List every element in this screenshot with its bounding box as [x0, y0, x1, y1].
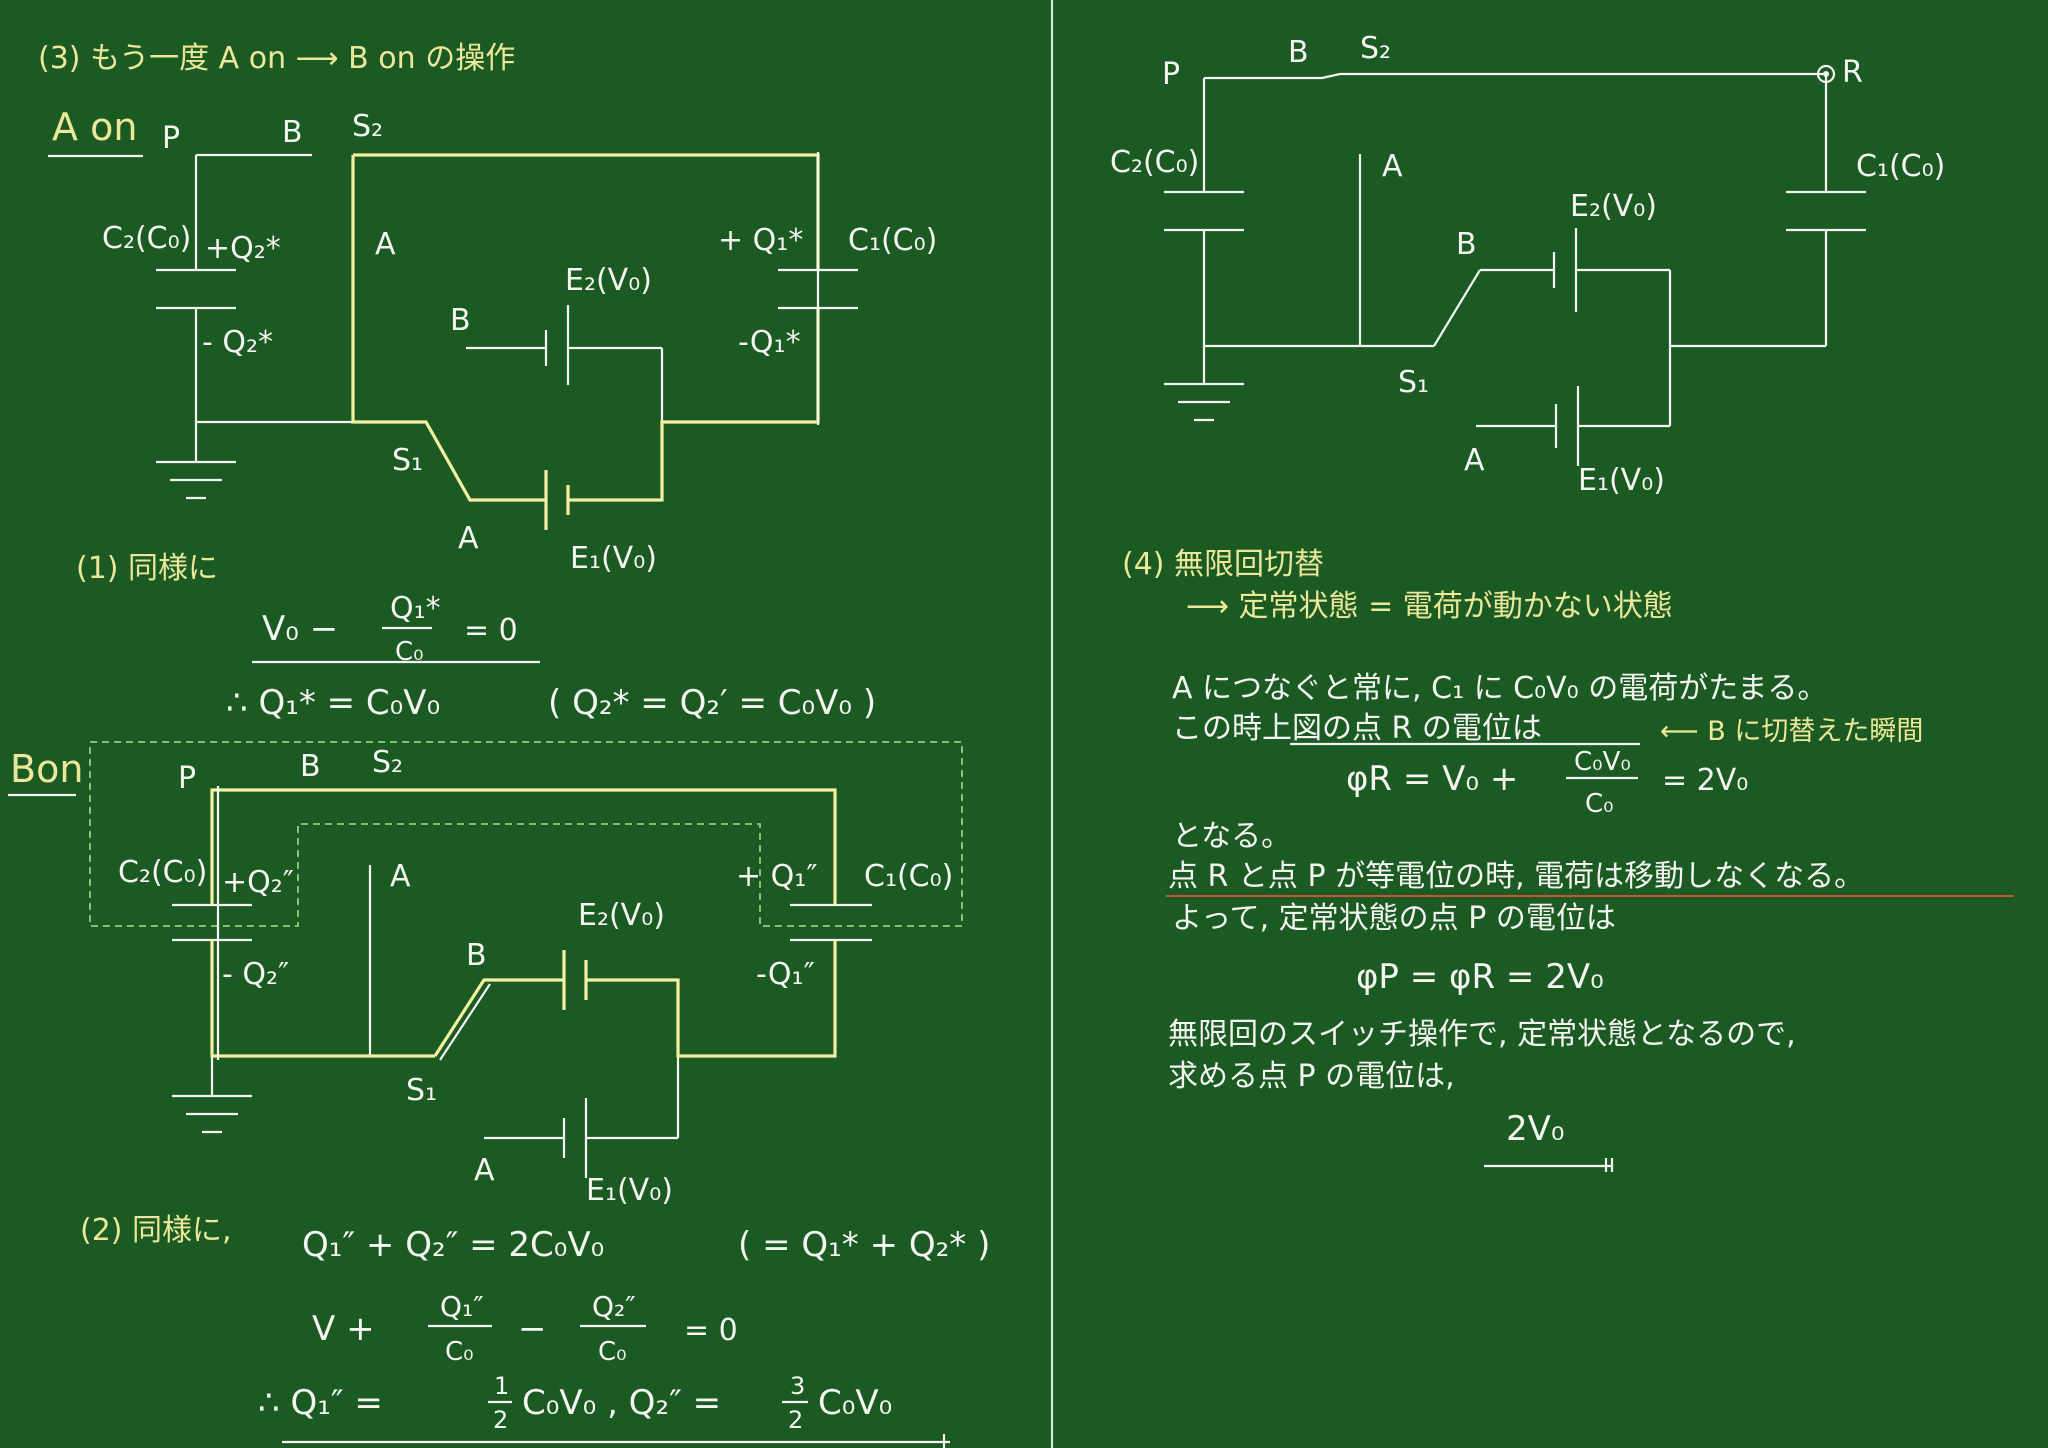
svg-text:A: A [458, 521, 479, 556]
eq2-den1: C₀ [445, 1337, 474, 1367]
svg-text:A: A [1382, 149, 1403, 184]
text-line-4: 点 R と点 P が等電位の時, 電荷は移動しなくなる。 [1168, 859, 1864, 894]
svg-text:E₂(V₀): E₂(V₀) [1570, 189, 1657, 224]
phi-r-right: = 2V₀ [1662, 763, 1748, 798]
heading-4: (4) 無限回切替 [1122, 547, 1324, 582]
eq1-result: ∴ Q₁* = C₀V₀ [226, 683, 440, 723]
svg-text:-Q₁*: -Q₁* [738, 325, 801, 360]
svg-text:+Q₂*: +Q₂* [205, 231, 281, 266]
svg-text:A: A [1464, 443, 1485, 478]
eq1-numerator: Q₁* [390, 591, 441, 626]
phi-p-equation: φP = φR = 2V₀ [1356, 957, 1604, 997]
svg-text:E₁(V₀): E₁(V₀) [1578, 463, 1665, 498]
heading-3: (3) もう一度 A on ⟶ B on の操作 [38, 41, 515, 76]
svg-text:S₁: S₁ [392, 443, 423, 478]
eq2-v: V + [312, 1309, 375, 1349]
item-1-label: (1) 同様に [76, 551, 218, 586]
eq2-frac2-num: 3 [790, 1372, 805, 1400]
svg-text:S₂: S₂ [1360, 31, 1391, 66]
svg-text:B: B [1456, 227, 1477, 262]
eq1-right: = 0 [464, 613, 518, 648]
svg-text:B: B [1288, 35, 1309, 70]
svg-text:E₂(V₀): E₂(V₀) [578, 898, 665, 933]
circuit-final [1164, 64, 1866, 466]
phi-r-numerator: C₀V₀ [1574, 747, 1631, 777]
text-line-7: 求める点 P の電位は, [1168, 1059, 1455, 1094]
svg-text:A: A [375, 227, 396, 262]
eq2-zero: = 0 [684, 1313, 738, 1348]
svg-text:C₁(C₀): C₁(C₀) [864, 859, 953, 894]
eq2-result-b: C₀V₀ , Q₂″ = [522, 1383, 721, 1423]
svg-text:C₁(C₀): C₁(C₀) [1856, 149, 1945, 184]
eq1-paren: ( Q₂* = Q₂′ = C₀V₀ ) [548, 683, 876, 723]
a-on-label: A on [52, 105, 137, 149]
svg-text:S₁: S₁ [1398, 365, 1429, 400]
text-line-2: この時上図の点 R の電位は [1172, 711, 1542, 746]
final-answer: 2V₀ [1506, 1109, 1565, 1149]
svg-text:- Q₂″: - Q₂″ [222, 957, 289, 992]
svg-text:- Q₂*: - Q₂* [202, 325, 273, 360]
svg-text:R: R [1842, 55, 1863, 90]
eq2-minus: − [518, 1309, 547, 1349]
svg-text:P: P [178, 761, 196, 796]
svg-text:P: P [1162, 57, 1180, 92]
text-line-3: となる。 [1172, 819, 1291, 854]
svg-text:S₂: S₂ [372, 745, 403, 780]
svg-text:-Q₁″: -Q₁″ [756, 957, 815, 992]
heading-4-subtitle: ⟶ 定常状態 = 電荷が動かない状態 [1186, 589, 1673, 624]
item-2-label: (2) 同様に, [80, 1213, 232, 1248]
svg-text:E₁(V₀): E₁(V₀) [586, 1173, 673, 1208]
circuit-final-labels: P B S₂ R C₂(C₀) C₁(C₀) A E₂(V₀) B S₁ A E… [1110, 31, 1945, 498]
arrow-note: ⟵ B に切替えた瞬間 [1660, 716, 1923, 747]
eq2-frac2-den: 2 [788, 1406, 803, 1434]
eq2-paren: ( = Q₁* + Q₂* ) [738, 1225, 990, 1265]
svg-text:C₂(C₀): C₂(C₀) [102, 221, 191, 256]
svg-text:E₁(V₀): E₁(V₀) [570, 541, 657, 576]
circuit-b-on-labels: P B S₂ C₂(C₀) +Q₂″ - Q₂″ A B E₂(V₀) + Q₁… [118, 745, 953, 1208]
circuit-b-on [89, 741, 963, 1178]
svg-text:B: B [282, 115, 303, 150]
circuit-a-on [156, 152, 858, 530]
svg-text:C₁(C₀): C₁(C₀) [848, 223, 937, 258]
eq2-frac1-num: 1 [494, 1372, 509, 1400]
text-line-5: よって, 定常状態の点 P の電位は [1172, 901, 1616, 936]
svg-text:+ Q₁″: + Q₁″ [736, 859, 818, 894]
phi-r-left: φR = V₀ + [1346, 759, 1518, 799]
text-line-1: A につなぐと常に, C₁ に C₀V₀ の電荷がたまる。 [1172, 671, 1827, 706]
eq1-left: V₀ − [262, 609, 338, 649]
eq2-line1: Q₁″ + Q₂″ = 2C₀V₀ [302, 1225, 604, 1265]
svg-text:A: A [474, 1153, 495, 1188]
svg-text:A: A [390, 859, 411, 894]
eq2-num2: Q₂″ [592, 1290, 636, 1323]
eq2-result-c: C₀V₀ [818, 1383, 892, 1423]
svg-text:P: P [162, 121, 180, 156]
circuit-a-on-labels: P B S₂ C₂(C₀) +Q₂* - Q₂* A B E₂(V₀) + Q₁… [102, 109, 937, 576]
b-on-label: Bon [10, 747, 83, 791]
svg-text:+Q₂″: +Q₂″ [222, 865, 294, 900]
svg-text:E₂(V₀): E₂(V₀) [565, 263, 652, 298]
svg-text:+ Q₁*: + Q₁* [718, 223, 803, 258]
svg-text:B: B [466, 938, 487, 973]
svg-text:B: B [450, 303, 471, 338]
eq2-frac1-den: 2 [493, 1406, 508, 1434]
svg-text:B: B [300, 749, 321, 784]
eq2-num1: Q₁″ [440, 1290, 484, 1323]
point-r-marker [1816, 64, 1836, 84]
svg-text:S₂: S₂ [352, 109, 383, 144]
svg-text:C₂(C₀): C₂(C₀) [1110, 145, 1199, 180]
text-line-6: 無限回のスイッチ操作で, 定常状態となるので, [1168, 1017, 1796, 1052]
svg-text:C₂(C₀): C₂(C₀) [118, 855, 207, 890]
eq2-result-a: ∴ Q₁″ = [258, 1383, 383, 1423]
phi-r-denominator: C₀ [1585, 789, 1614, 819]
svg-text:S₁: S₁ [406, 1073, 437, 1108]
eq2-den2: C₀ [598, 1337, 627, 1367]
